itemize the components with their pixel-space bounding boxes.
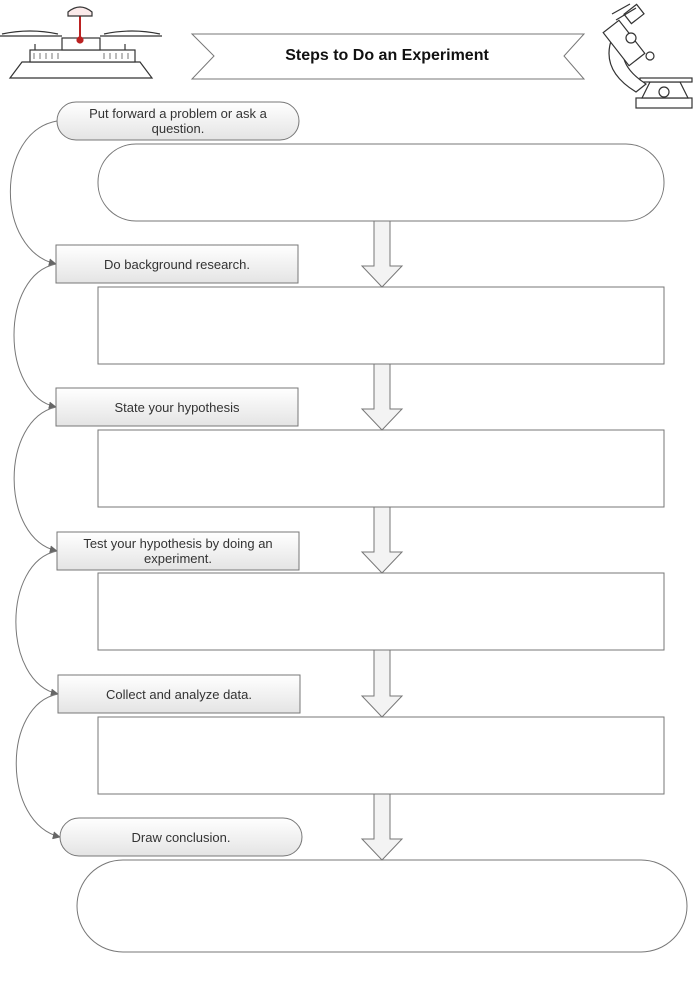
connector-2-3 — [13, 263, 57, 410]
step-1-label: Put forward a problem or ask a question. — [89, 106, 267, 136]
down-arrow-2 — [360, 363, 404, 431]
connector-3-4 — [13, 406, 58, 554]
step-4-label: Test your hypothesis by doing an experim… — [83, 536, 273, 566]
step-5-answer-box[interactable] — [97, 716, 665, 795]
step-5-label-box — [57, 674, 301, 714]
step-6-answer-box[interactable] — [76, 859, 688, 953]
down-arrow-3 — [360, 506, 404, 574]
step-2-label: Do background research. — [104, 256, 250, 272]
step-3-answer-box[interactable] — [97, 429, 665, 508]
page-title: Steps to Do an Experiment — [285, 47, 489, 64]
microscope-icon — [602, 3, 693, 109]
down-arrow-5 — [360, 793, 404, 861]
step-1-answer-box[interactable] — [97, 143, 665, 222]
down-arrow-1 — [360, 220, 404, 288]
left-connectors — [9, 120, 61, 840]
step-6-label-box — [59, 817, 303, 857]
step-4-label-box — [56, 531, 300, 571]
step-2-answer-box[interactable] — [97, 286, 665, 365]
step-6-label: Draw conclusion. — [131, 829, 231, 845]
connector-4-5 — [15, 550, 59, 697]
step-1-label-box — [56, 101, 300, 141]
connector-1-2 — [9, 120, 58, 267]
step-2-label-box — [55, 244, 299, 284]
step-3-label: State your hypothesis — [114, 399, 240, 415]
down-arrow-4 — [360, 649, 404, 718]
step-3-label-box — [55, 387, 299, 427]
step-4-answer-box[interactable] — [97, 572, 665, 651]
connector-5-6 — [15, 693, 61, 840]
step-5-label: Collect and analyze data. — [106, 686, 252, 702]
title-ribbon — [190, 33, 586, 80]
balance-scale-icon — [0, 6, 162, 79]
